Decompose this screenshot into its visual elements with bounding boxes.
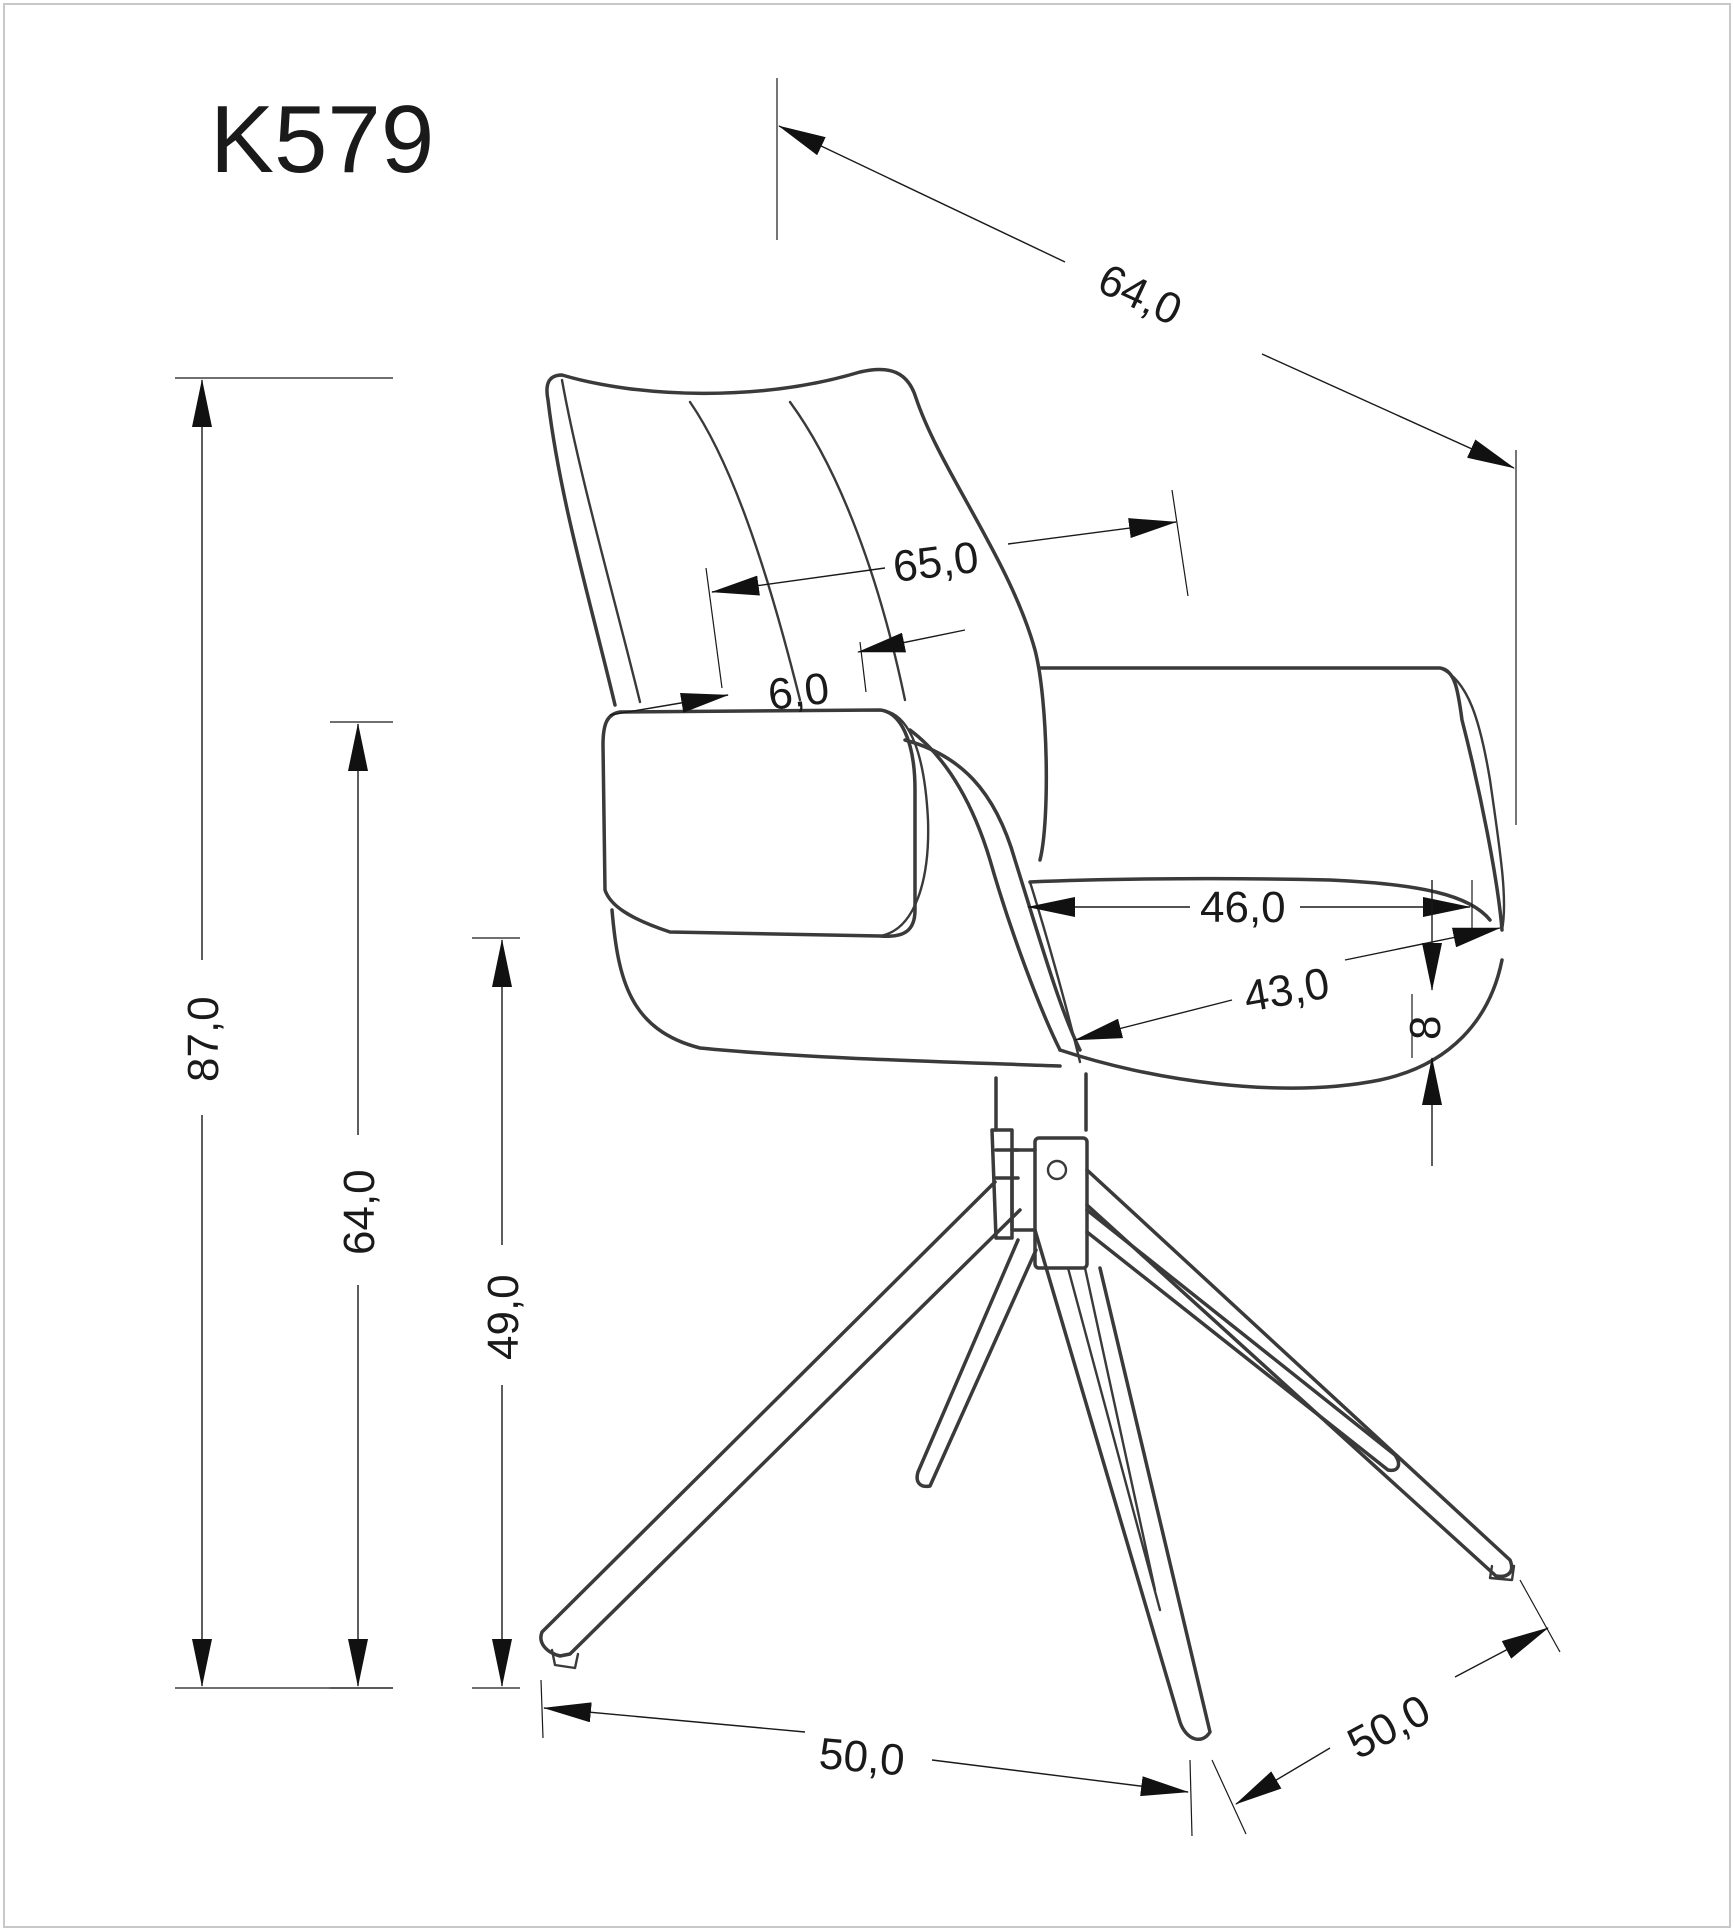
dim-seat-thickness-label: 8: [1401, 1016, 1450, 1040]
swivel-bracket: [990, 1128, 1020, 1240]
swivel-column: [994, 1072, 1088, 1132]
dim-base-depth-label: 50,0: [1340, 1685, 1439, 1768]
dim-base-width-ext-right: [1189, 1759, 1193, 1837]
dim-arm-width-ext-right: [1171, 489, 1189, 597]
dim-seat-depth-line-a: [1074, 999, 1233, 1041]
seat-side: [1028, 880, 1082, 1064]
dim-base-width-ext-left: [540, 1679, 544, 1739]
dim-base-depth-ext-right: [1519, 1579, 1561, 1653]
dim-arm-thickness-label: 6,0: [765, 664, 832, 720]
model-title: K579: [210, 86, 434, 193]
dim-arm-width-line-b: [1007, 518, 1177, 545]
dim-base-depth-ext-left: [1211, 1759, 1247, 1835]
dim-seat-thickness: 8: [1401, 880, 1450, 1166]
dim-arm-thickness: 6,0: [609, 629, 966, 720]
armrest-pad: [601, 708, 917, 939]
dim-base-width-label: 50,0: [817, 1729, 907, 1785]
dim-arm-width-ext-left: [705, 567, 723, 689]
dim-arm-width-label: 65,0: [890, 533, 981, 592]
leg-back-left: [915, 1238, 1038, 1489]
backrest: [545, 367, 1049, 862]
dim-base-depth-line-b: [1454, 1627, 1549, 1678]
dim-total-height: 87,0: [175, 377, 393, 1689]
leg-front-center-inner: [1066, 1266, 1162, 1612]
dim-base-width: 50,0: [540, 1679, 1193, 1837]
dim-seat-height: 49,0: [472, 937, 528, 1689]
seat-front: [1058, 958, 1504, 1090]
backrest-channel-right: [788, 400, 907, 702]
arm-support-outer: [908, 728, 1062, 1052]
dim-base-width-line-b: [931, 1759, 1189, 1797]
swivel-plate: [1033, 1136, 1089, 1270]
dim-base-depth-line-a: [1235, 1747, 1331, 1805]
dim-base-width-line-a: [543, 1702, 806, 1733]
dim-armrest-height-label: 64,0: [335, 1169, 384, 1255]
chair-outline: [539, 367, 1516, 1742]
arm-support: [903, 738, 1082, 1052]
dim-seat-depth-label: 43,0: [1240, 959, 1333, 1022]
dim-arm-thickness-line-b: [609, 692, 729, 716]
dim-seat-width-label: 46,0: [1200, 883, 1286, 932]
dim-arm-width-line-a: [711, 567, 886, 596]
dim-base-depth: 50,0: [1211, 1579, 1561, 1835]
dim-depth-top-line-b: [1261, 353, 1515, 469]
leg-front-center: [1033, 1228, 1212, 1742]
swivel-bolt: [1046, 1159, 1068, 1181]
swivel-hub: [1010, 1148, 1037, 1232]
leg-right-foot: [1488, 1564, 1516, 1582]
page-frame: [3, 3, 1731, 1928]
leg-right: [1085, 1168, 1514, 1579]
dim-arm-width: 65,0: [705, 489, 1189, 689]
backrest-channel-left: [688, 400, 802, 702]
dim-armrest-height: 64,0: [330, 721, 393, 1689]
dim-arm-thickness-ext: [859, 641, 867, 693]
right-side-shell-edge: [1438, 666, 1506, 932]
body-shell: [610, 908, 1062, 1068]
leg-front-left: [539, 1180, 1022, 1658]
dim-seat-width: 46,0: [1027, 880, 1473, 935]
dim-seat-height-label: 49,0: [479, 1274, 528, 1360]
backrest-inner-edge: [560, 378, 642, 704]
leg-front-left-foot: [550, 1648, 580, 1670]
dim-depth-top-line-a: [778, 125, 1066, 263]
leg-back-right: [1085, 1208, 1401, 1473]
dim-total-height-label: 87,0: [179, 996, 228, 1082]
armrest-pad-front: [878, 708, 930, 938]
dim-seat-depth-line-b: [1344, 927, 1501, 961]
dim-depth-top-label: 64,0: [1091, 255, 1189, 336]
dim-arm-thickness-line-a: [857, 629, 966, 653]
